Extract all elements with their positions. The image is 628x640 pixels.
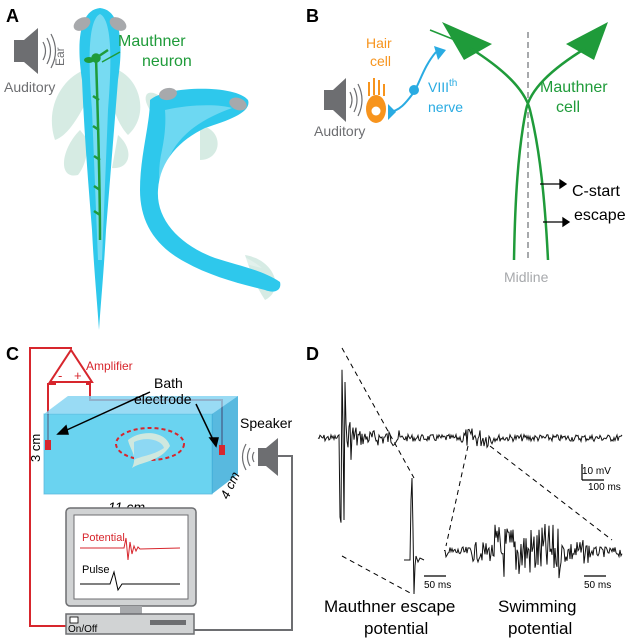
curved-eye-right-icon — [229, 97, 247, 111]
zoom-guides — [341, 347, 613, 595]
speaker-cable — [190, 455, 293, 631]
speaker-icon-c — [241, 438, 278, 476]
screen-potential-label: Potential — [82, 532, 125, 544]
hair-cell — [366, 78, 386, 123]
panel-c-letter: C — [6, 344, 19, 364]
scale-ms-right-label: 50 ms — [584, 580, 611, 591]
bath-label-2: electrode — [134, 391, 192, 407]
cstart-arrows — [540, 178, 571, 228]
mauthner-cell-left — [429, 22, 550, 261]
right-eye-icon — [109, 17, 127, 31]
panel-b-letter: B — [306, 6, 319, 26]
speaker-icon-b — [324, 78, 363, 122]
mauthner-neuron-label-2: neuron — [142, 53, 192, 70]
nerve-label-roman: VIIIth — [428, 78, 457, 95]
neuron-pointer — [101, 51, 121, 63]
bath-electrode-pointers — [56, 391, 219, 448]
mauthner-cell-label-2: cell — [556, 99, 580, 116]
viiith-nerve — [387, 46, 446, 120]
panel-d-letter: D — [306, 344, 319, 364]
mauthner-cell-label-1: Mauthner — [540, 79, 608, 96]
scale-bar-main — [581, 464, 604, 481]
midline-label: Midline — [504, 269, 549, 285]
fish-curved — [140, 87, 281, 292]
panel-a-letter: A — [6, 6, 19, 26]
panel-d: D 10 mV 100 ms 50 ms 50 ms Mauthner esca… — [306, 344, 623, 638]
water-tank — [43, 396, 238, 495]
panel-b: B Midline — [306, 6, 626, 285]
electrode-left — [45, 440, 51, 450]
escape-label-1: Mauthner escape — [324, 597, 455, 616]
auditory-label-b: Auditory — [314, 123, 365, 139]
nerve-label-word: nerve — [428, 99, 463, 115]
ear-label: Ear — [53, 47, 67, 66]
panel-c: C - + Amplifier — [6, 344, 293, 635]
screen-pulse-trace — [80, 570, 180, 592]
swim-label-2: potential — [508, 619, 572, 638]
scale-mv-label: 10 mV — [582, 466, 611, 477]
speaker-icon-a — [14, 28, 57, 74]
auditory-label-a: Auditory — [4, 79, 55, 95]
trace-main — [317, 369, 623, 523]
amp-plus: + — [74, 368, 82, 383]
screen-potential-trace — [80, 537, 181, 561]
trace-escape-zoom — [404, 477, 425, 595]
amp-minus: - — [58, 368, 62, 383]
switch-label: On/Off — [68, 624, 97, 635]
hair-cell-label-2: cell — [370, 53, 391, 69]
escape-label-2: potential — [364, 619, 428, 638]
amplifier-icon — [48, 348, 94, 383]
panel-a: A Auditory — [4, 6, 281, 330]
computer-monitor — [65, 507, 197, 635]
scale-ms-left-label: 50 ms — [424, 580, 451, 591]
tank-height-label: 3 cm — [28, 434, 43, 462]
swim-label-1: Swimming — [498, 597, 576, 616]
cstart-label-2: escape — [574, 207, 626, 224]
mauthner-neuron-a — [91, 48, 109, 241]
bath-label-1: Bath — [154, 375, 183, 391]
trace-swim-zoom — [444, 523, 623, 579]
mauthner-cell-right — [512, 22, 608, 261]
hair-cell-label-1: Hair — [366, 35, 392, 51]
fish-straight-fins — [51, 70, 141, 176]
mauthner-neuron-label-1: Mauthner — [118, 33, 186, 50]
scale-ms-main-label: 100 ms — [588, 482, 621, 493]
electrode-right — [219, 445, 225, 455]
cstart-label-1: C-start — [572, 183, 621, 200]
speaker-label: Speaker — [240, 415, 292, 431]
screen-pulse-label: Pulse — [82, 564, 110, 576]
switch-icon[interactable] — [69, 616, 79, 624]
curved-eye-left-icon — [159, 87, 177, 101]
left-eye-icon — [73, 17, 91, 31]
amplifier-label: Amplifier — [86, 359, 133, 373]
